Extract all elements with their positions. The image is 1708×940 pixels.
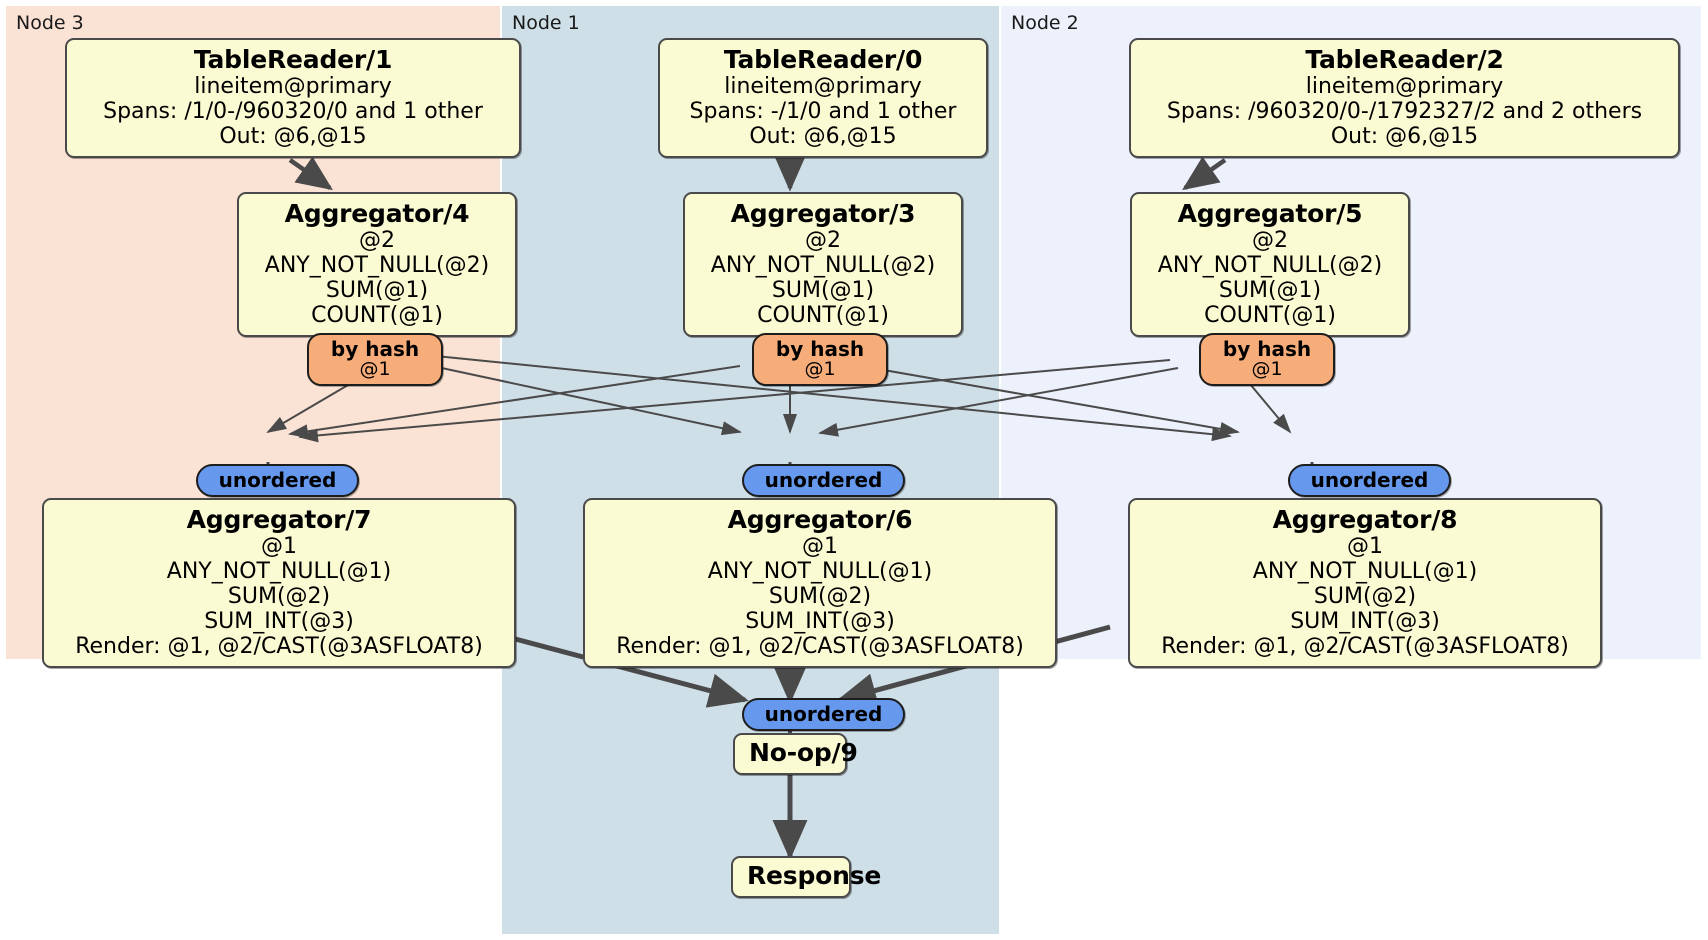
processor-title: TableReader/0 — [723, 45, 923, 74]
processor-title: Aggregator/7 — [186, 505, 372, 534]
processor-detail-render: Render: @1, @2/CAST(@3ASFLOAT8) — [1161, 634, 1569, 660]
node-panel-label: Node 3 — [16, 12, 84, 34]
router-column: @1 — [804, 358, 836, 381]
processor-detail-agg-2: SUM_INT(@3) — [1290, 609, 1440, 635]
processor-title: Aggregator/6 — [727, 505, 913, 534]
router-label: by hash — [330, 337, 420, 361]
processor-detail-agg-1: SUM(@1) — [325, 278, 429, 304]
processor-tablereader-2[interactable]: TableReader/2 lineitem@primary Spans: /9… — [1129, 38, 1680, 159]
processor-detail-agg-0: ANY_NOT_NULL(@2) — [264, 253, 490, 279]
processor-detail-groupcol: @2 — [359, 228, 395, 253]
processor-tablereader-0[interactable]: TableReader/0 lineitem@primary Spans: -/… — [658, 38, 988, 159]
router-column: @1 — [359, 358, 391, 381]
processor-detail-out: Out: @6,@15 — [219, 124, 367, 150]
processor-detail-agg-1: SUM(@2) — [768, 584, 872, 610]
processor-detail-agg-2: SUM_INT(@3) — [745, 609, 895, 635]
router-label: by hash — [1222, 337, 1312, 361]
processor-aggregator-7[interactable]: Aggregator/7 @1 ANY_NOT_NULL(@1) SUM(@2)… — [42, 498, 516, 669]
processor-detail-groupcol: @1 — [802, 534, 838, 559]
processor-detail-agg-0: ANY_NOT_NULL(@1) — [166, 559, 392, 585]
processor-detail-agg-2: COUNT(@1) — [757, 303, 889, 329]
synchronizer-label: unordered — [764, 468, 883, 492]
processor-detail-render: Render: @1, @2/CAST(@3ASFLOAT8) — [75, 634, 483, 660]
processor-detail-agg-1: SUM(@1) — [771, 278, 875, 304]
processor-title: Aggregator/5 — [1177, 199, 1363, 228]
processor-aggregator-4[interactable]: Aggregator/4 @2 ANY_NOT_NULL(@2) SUM(@1)… — [237, 192, 517, 338]
processor-detail-agg-1: SUM(@2) — [227, 584, 331, 610]
processor-title: TableReader/2 — [1305, 45, 1504, 74]
processor-detail-groupcol: @1 — [261, 534, 297, 559]
processor-title: Response — [747, 861, 882, 890]
router-by-hash-aggregator-4[interactable]: by hash @1 — [307, 333, 443, 387]
processor-tablereader-1[interactable]: TableReader/1 lineitem@primary Spans: /1… — [65, 38, 521, 159]
processor-detail-groupcol: @2 — [1252, 228, 1288, 253]
synchronizer-label: unordered — [764, 702, 883, 726]
processor-detail-agg-1: SUM(@2) — [1313, 584, 1417, 610]
processor-title: TableReader/1 — [193, 45, 393, 74]
synchronizer-unordered-aggregator-6[interactable]: unordered — [742, 464, 905, 498]
processor-detail-spans: Spans: -/1/0 and 1 other — [689, 99, 957, 125]
processor-detail-agg-2: COUNT(@1) — [1204, 303, 1336, 329]
processor-detail-agg-1: SUM(@1) — [1218, 278, 1322, 304]
processor-response[interactable]: Response — [731, 856, 882, 898]
processor-detail-out: Out: @6,@15 — [1330, 124, 1479, 150]
processor-detail-table: lineitem@primary — [1305, 74, 1504, 99]
synchronizer-unordered-aggregator-7[interactable]: unordered — [196, 464, 359, 498]
processor-detail-spans: Spans: /1/0-/960320/0 and 1 other — [103, 99, 483, 125]
processor-detail-agg-0: ANY_NOT_NULL(@1) — [707, 559, 933, 585]
processor-detail-table: lineitem@primary — [724, 74, 922, 99]
synchronizer-label: unordered — [1310, 468, 1429, 492]
processor-detail-spans: Spans: /960320/0-/1792327/2 and 2 others — [1166, 99, 1643, 125]
synchronizer-label: unordered — [218, 468, 337, 492]
processor-detail-agg-2: COUNT(@1) — [311, 303, 443, 329]
processor-aggregator-5[interactable]: Aggregator/5 @2 ANY_NOT_NULL(@2) SUM(@1)… — [1130, 192, 1410, 338]
processor-aggregator-8[interactable]: Aggregator/8 @1 ANY_NOT_NULL(@1) SUM(@2)… — [1128, 498, 1602, 669]
router-by-hash-aggregator-3[interactable]: by hash @1 — [752, 333, 888, 387]
node-panel-label: Node 2 — [1011, 12, 1079, 34]
processor-detail-agg-0: ANY_NOT_NULL(@1) — [1252, 559, 1478, 585]
processor-title: Aggregator/8 — [1272, 505, 1458, 534]
processor-aggregator-3[interactable]: Aggregator/3 @2 ANY_NOT_NULL(@2) SUM(@1)… — [683, 192, 963, 338]
processor-title: Aggregator/4 — [284, 199, 470, 228]
node-panel-label: Node 1 — [512, 12, 580, 34]
processor-title: No-op/9 — [749, 738, 858, 767]
processor-detail-out: Out: @6,@15 — [749, 124, 897, 150]
processor-noop-9[interactable]: No-op/9 — [733, 733, 858, 775]
processor-detail-table: lineitem@primary — [194, 74, 392, 99]
synchronizer-unordered-aggregator-8[interactable]: unordered — [1288, 464, 1451, 498]
synchronizer-unordered-noop-9[interactable]: unordered — [742, 698, 905, 732]
processor-title: Aggregator/3 — [730, 199, 916, 228]
processor-aggregator-6[interactable]: Aggregator/6 @1 ANY_NOT_NULL(@1) SUM(@2)… — [583, 498, 1057, 669]
router-by-hash-aggregator-5[interactable]: by hash @1 — [1199, 333, 1335, 387]
processor-detail-render: Render: @1, @2/CAST(@3ASFLOAT8) — [616, 634, 1024, 660]
processor-detail-agg-0: ANY_NOT_NULL(@2) — [710, 253, 936, 279]
processor-detail-groupcol: @2 — [805, 228, 841, 253]
processor-detail-groupcol: @1 — [1347, 534, 1383, 559]
processor-detail-agg-2: SUM_INT(@3) — [204, 609, 354, 635]
router-column: @1 — [1251, 358, 1283, 381]
processor-detail-agg-0: ANY_NOT_NULL(@2) — [1157, 253, 1383, 279]
router-label: by hash — [775, 337, 865, 361]
